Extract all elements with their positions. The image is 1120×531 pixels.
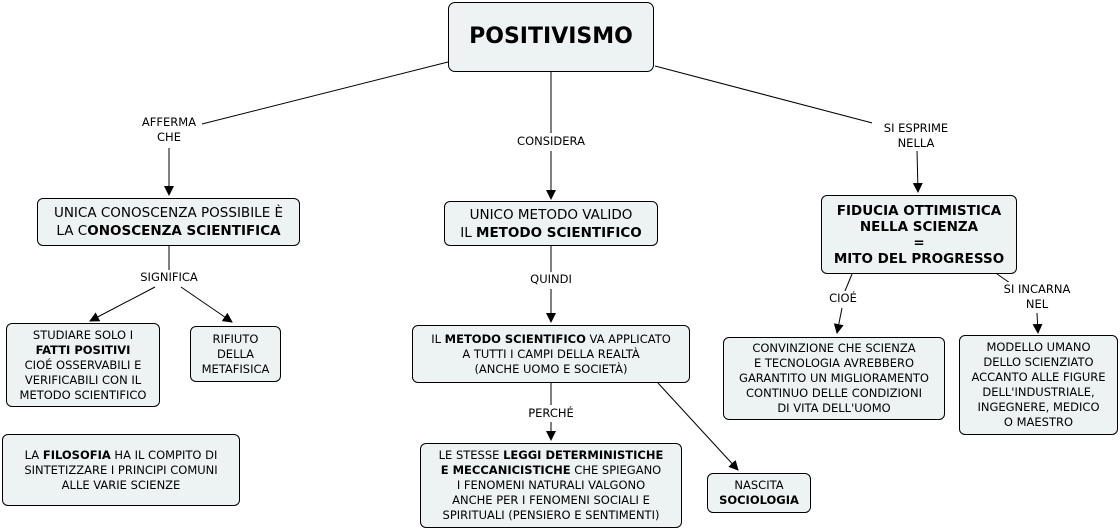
node-unico-metodo[interactable]: UNICO METODO VALIDO IL METODO SCIENTIFIC…: [444, 201, 658, 246]
link-label-significa: SIGNIFICA: [130, 270, 208, 285]
edge-fiducia-incarna: [996, 273, 1011, 284]
edge-root-afferma: [197, 61, 449, 126]
link-label-considera: CONSIDERA: [508, 134, 594, 149]
node-leggi[interactable]: LE STESSE LEGGI DETERMINISTICHE E MECCAN…: [420, 443, 682, 528]
link-label-cioe: CIOÉ: [822, 291, 864, 306]
node-metodo-applicato[interactable]: IL METODO SCIENTIFICO VA APPLICATO A TUT…: [412, 325, 690, 383]
edge-significa-rifiuto: [180, 286, 233, 323]
root-node[interactable]: POSITIVISMO: [448, 2, 654, 72]
edge-root-esprime: [654, 65, 881, 126]
link-label-quindi: QUINDI: [522, 272, 580, 287]
node-studiare[interactable]: STUDIARE SOLO I FATTI POSITIVI CIOÉ OSSE…: [6, 323, 160, 407]
node-nascita[interactable]: NASCITA SOCIOLOGIA: [707, 473, 811, 513]
node-fiducia[interactable]: FIDUCIA OTTIMISTICA NELLA SCIENZA = MITO…: [821, 195, 1017, 274]
edge-esprime-fiducia: [912, 149, 923, 193]
edge-applicato-nascita: [657, 382, 739, 471]
link-label-perche: PERCHÉ: [518, 406, 584, 421]
node-modello[interactable]: MODELLO UMANO DELLO SCIENZIATO ACCANTO A…: [959, 335, 1118, 435]
node-filosofia[interactable]: LA FILOSOFIA HA IL COMPITO DI SINTETIZZA…: [2, 434, 240, 506]
node-unica-conoscenza[interactable]: UNICA CONOSCENZA POSSIBILE È LA CONOSCEN…: [37, 198, 300, 246]
node-convinzione[interactable]: CONVINZIONE CHE SCIENZA E TECNOLOGIA AVR…: [723, 337, 945, 420]
edge-incarna-modello: [1032, 312, 1043, 334]
node-rifiuto[interactable]: RIFIUTO DELLA METAFISICA: [190, 326, 281, 382]
edge-fiducia-cioe: [844, 273, 853, 292]
root-title: POSITIVISMO: [469, 24, 633, 49]
edge-significa-studiare: [89, 286, 156, 322]
edge-cioe-convinzione: [833, 307, 844, 334]
